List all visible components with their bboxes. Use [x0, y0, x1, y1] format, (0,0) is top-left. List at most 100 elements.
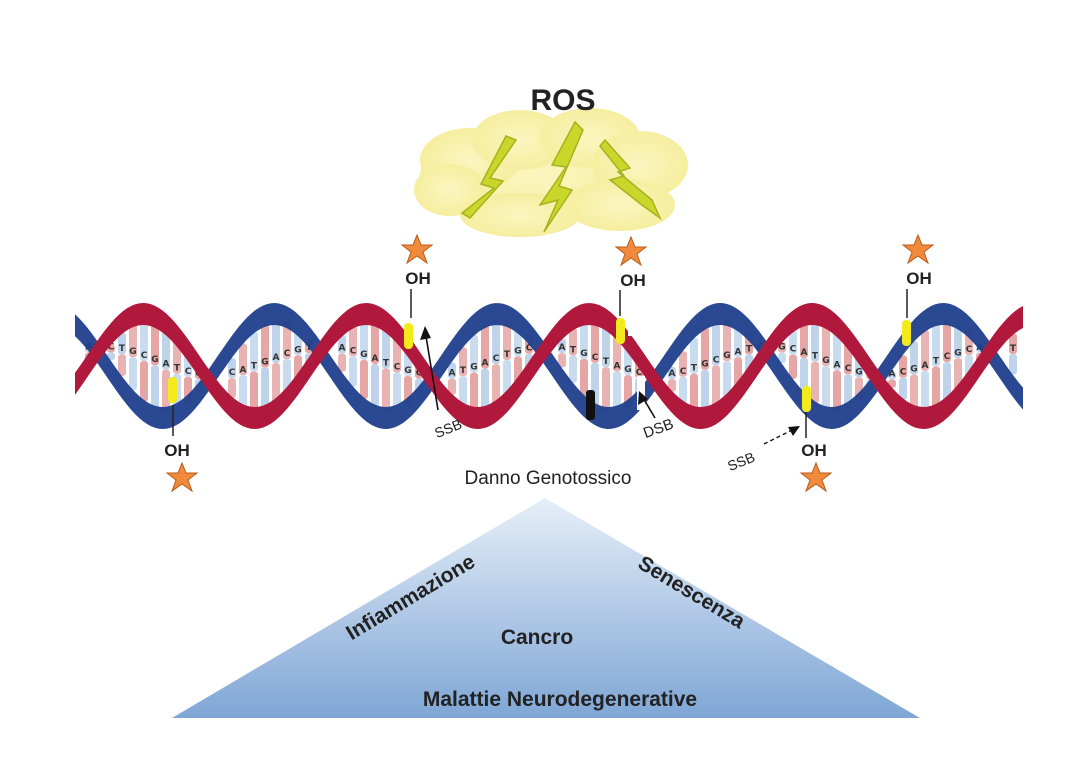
base-pair [459, 347, 467, 377]
base-pair [1009, 333, 1017, 355]
base-pair [349, 325, 357, 357]
oh-label: OH [801, 441, 827, 460]
base-letter: C [493, 354, 500, 364]
base-pair [558, 353, 566, 368]
base-letter: A [735, 347, 742, 357]
base-letter: C [944, 352, 951, 362]
base-pair [448, 362, 456, 379]
base-letter: G [129, 347, 136, 357]
star-icon [901, 233, 935, 265]
base-letter: C [284, 349, 291, 359]
base-letter: G [701, 360, 708, 370]
base-pair [690, 373, 698, 410]
base-pair [1009, 354, 1017, 375]
base-pair [822, 321, 830, 367]
dsb-label: DSB [641, 416, 676, 443]
base-pair [954, 322, 962, 359]
base-pair [701, 369, 709, 412]
base-pair [382, 325, 390, 369]
base-letter: G [261, 357, 268, 367]
damaged-base [902, 320, 911, 346]
base-pair [228, 358, 236, 379]
base-letter: T [119, 344, 126, 354]
oh-groups: OH OH OH OH OH [164, 233, 935, 493]
lightning-bolt-icon [460, 120, 662, 233]
base-pair [228, 378, 236, 398]
base-pair [789, 354, 797, 379]
base-pair [492, 364, 500, 408]
base-pair [382, 368, 390, 412]
base-pair [360, 359, 368, 399]
base-pair [800, 357, 808, 393]
base-letter: T [383, 358, 390, 368]
base-letter: G [294, 346, 301, 356]
base-pair [932, 366, 940, 411]
base-letter: C [966, 345, 973, 355]
base-pair [371, 320, 379, 365]
base-pair [272, 320, 280, 364]
ssb-label: SSB [725, 449, 757, 474]
base-letter: T [1010, 344, 1017, 354]
base-letter: A [482, 359, 489, 369]
base-pair [569, 355, 577, 383]
damaged-base [802, 386, 811, 412]
base-letter: G [723, 351, 730, 361]
oh-label: OH [164, 441, 190, 460]
base-letter: A [834, 360, 841, 370]
base-letter: G [822, 356, 829, 366]
oh-group: OH [614, 235, 648, 316]
base-pair [261, 367, 269, 412]
base-pair [448, 378, 456, 395]
base-letter: A [240, 365, 247, 375]
cancer-label: Cancro [501, 626, 573, 649]
base-pair [778, 352, 786, 364]
oh-group: OH [164, 405, 199, 493]
base-pair [888, 371, 896, 380]
base-pair [811, 320, 819, 362]
base-letter: G [910, 365, 917, 375]
base-letter: A [922, 361, 929, 371]
base-letter: G [514, 346, 521, 356]
base-letter: C [185, 367, 192, 377]
consequence-pyramid: Infiammazione Senescenza Cancro Malattie… [172, 498, 920, 718]
base-pair [723, 320, 731, 362]
strand-break-gap [628, 302, 636, 336]
base-pair [800, 323, 808, 358]
oh-label: OH [906, 269, 932, 288]
oh-group: OH [799, 412, 833, 493]
dna-strand-blue [75, 303, 1023, 429]
base-pair [261, 323, 269, 368]
base-pair [470, 372, 478, 411]
base-pair [140, 320, 148, 361]
base-letter: C [900, 368, 907, 378]
base-pair [679, 351, 687, 377]
base-letter: C [845, 364, 852, 374]
damaged-base-markers [168, 318, 911, 420]
base-pair [283, 321, 291, 359]
base-pair [118, 332, 126, 355]
base-letter: A [669, 369, 676, 379]
base-pair [943, 320, 951, 363]
base-pair [272, 363, 280, 406]
base-letter: A [801, 348, 808, 358]
base-pair [393, 372, 401, 411]
ssb-label: SSB [432, 416, 464, 441]
base-letter: T [570, 345, 577, 355]
base-pair [789, 330, 797, 355]
base-pair [602, 323, 610, 368]
base-pair [151, 321, 159, 366]
base-pair [140, 360, 148, 402]
base-letter: C [350, 346, 357, 356]
base-letter: T [746, 344, 753, 354]
base-pair [338, 335, 346, 354]
base-pair [481, 368, 489, 412]
base-pair [470, 334, 478, 373]
base-pair [239, 343, 247, 376]
base-letter: C [713, 355, 720, 365]
base-pair [162, 369, 170, 412]
base-pair [591, 320, 599, 363]
damaged-base [168, 377, 177, 403]
base-letter: G [624, 365, 631, 375]
base-letter: C [229, 368, 236, 378]
